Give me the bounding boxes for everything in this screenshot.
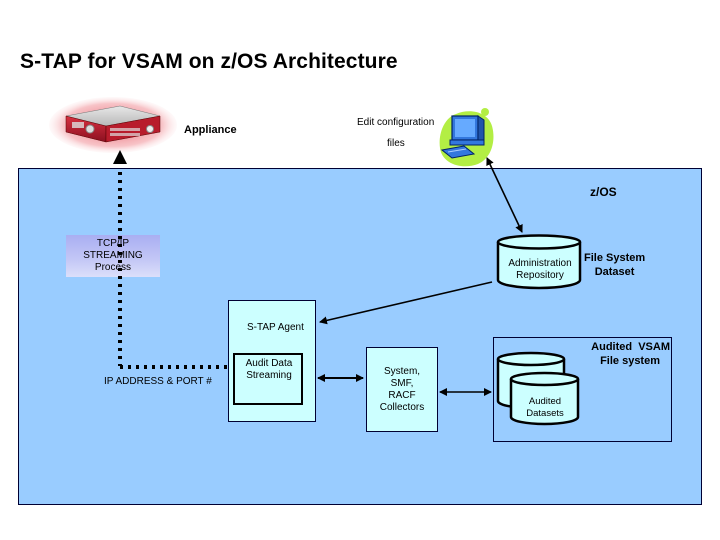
dataset-cylinder-front [509,371,580,427]
zos-container [18,168,702,505]
arrow-admin-repo-to-stap [319,281,493,325]
audited-datasets-line2: Datasets [526,408,564,419]
admin-repository-cylinder [496,234,582,290]
server-appliance-icon [48,96,178,154]
collectors-line4: Collectors [379,401,425,413]
tcpip-line3: Process [94,262,132,273]
collectors-box: System, SMF, RACF Collectors [366,347,438,432]
audited-datasets-label: Audited Datasets [512,396,578,420]
vsam-line1: Audited VSAM [591,341,670,353]
audit-streaming-line2: Streaming [246,370,292,381]
collectors-line3: RACF [388,389,416,401]
fs-dataset-line2: Dataset [594,266,635,278]
arrowhead-up-to-appliance [113,150,127,164]
audit-streaming-line1: Audit Data [245,358,293,369]
collectors-line2: SMF, [390,377,414,389]
file-system-dataset-label: File System Dataset [584,251,645,279]
dotted-path-appliance-to-stap [113,150,230,369]
diagram-title: S-TAP for VSAM on z/OS Architecture [20,50,398,73]
admin-repo-label: Administration Repository [506,258,574,282]
stap-agent-label: S-TAP Agent [247,322,304,333]
tcpip-streaming-process: TCP/IP STREAMING Process [66,235,160,277]
edit-config-label-line2: files [387,138,405,149]
vsam-line2: File system [600,355,660,367]
vsam-label: Audited VSAM File system [560,340,670,368]
admin-repo-line1: Administration [508,258,572,269]
tcpip-line2: STREAMING [83,250,143,261]
admin-repo-line2: Repository [516,270,564,281]
desktop-computer-icon [436,106,498,170]
audited-vsam-file-system-box [493,337,672,442]
ip-port-label: IP ADDRESS & PORT # [104,376,212,387]
audited-datasets-line1: Audited [528,396,562,407]
zos-label: z/OS [590,185,617,199]
audit-streaming-label: Audit Data Streaming [236,358,302,382]
collectors-line1: System, [383,365,421,377]
arrow-workstation-admin-repo [486,157,523,233]
edit-config-label-line1: Edit configuration [357,117,435,128]
fs-dataset-line1: File System [584,252,646,264]
audit-data-streaming-box [233,353,303,405]
appliance-label: Appliance [184,124,237,136]
tcpip-line1: TCP/IP [96,238,130,249]
